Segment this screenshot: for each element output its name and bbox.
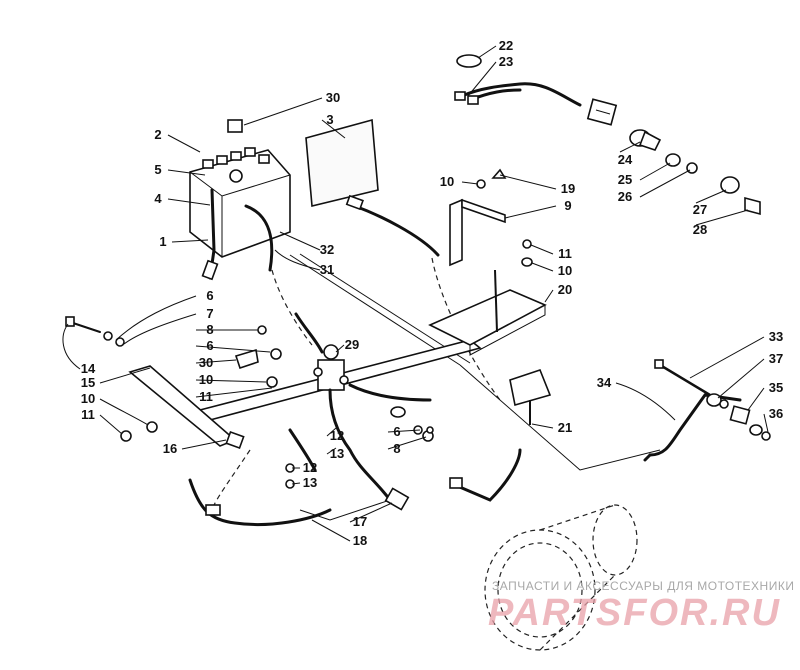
- callout-6: 6: [206, 288, 213, 303]
- callout-13: 13: [330, 446, 344, 461]
- callout-6: 6: [206, 338, 213, 353]
- callout-33: 33: [769, 329, 783, 344]
- retaining-ring: [456, 54, 482, 68]
- callout-28: 28: [693, 222, 707, 237]
- callout-17: 17: [353, 514, 367, 529]
- rod-34: [643, 393, 742, 462]
- callout-13: 13: [303, 475, 317, 490]
- callout-35: 35: [769, 380, 783, 395]
- key-switch-nut: [744, 196, 761, 216]
- callout-9: 9: [564, 198, 571, 213]
- callout-1: 1: [159, 234, 166, 249]
- starter-housing: [484, 504, 638, 651]
- callout-29: 29: [345, 337, 359, 352]
- callout-21: 21: [558, 420, 572, 435]
- callout-10: 10: [199, 372, 213, 387]
- callout-20: 20: [558, 282, 572, 297]
- callout-31: 31: [320, 262, 334, 277]
- callout-27: 27: [693, 202, 707, 217]
- callout-22: 22: [499, 38, 513, 53]
- callout-18: 18: [353, 533, 367, 548]
- watermark: ЗАПЧАСТИ И АКСЕССУАРЫ ДЛЯ МОТОТЕХНИКИ PA…: [488, 579, 794, 634]
- watermark-tagline: ЗАПЧАСТИ И АКСЕССУАРЫ ДЛЯ МОТОТЕХНИКИ: [492, 579, 794, 593]
- callout-11: 11: [199, 389, 213, 404]
- battery: [189, 147, 291, 281]
- callout-25: 25: [618, 172, 632, 187]
- callout-19: 19: [561, 181, 575, 196]
- callout-30: 30: [326, 90, 340, 105]
- callout-8: 8: [206, 322, 213, 337]
- watermark-logo: PARTSFOR.RU: [488, 592, 781, 634]
- battery-pad: [305, 118, 379, 207]
- callout-23: 23: [499, 54, 513, 69]
- leader-lines: [62, 45, 769, 542]
- callout-3: 3: [326, 112, 333, 127]
- callout-15: 15: [81, 375, 95, 390]
- battery-bracket: [428, 198, 547, 356]
- bolt-14: [65, 316, 101, 333]
- battery-cable-32: [244, 204, 274, 272]
- battery-cable-31: [350, 203, 440, 257]
- callout-12: 12: [330, 428, 344, 443]
- callout-12: 12: [303, 460, 317, 475]
- callout-37: 37: [769, 351, 783, 366]
- callout-2: 2: [154, 127, 161, 142]
- callout-24: 24: [618, 152, 633, 167]
- callout-30: 30: [199, 355, 213, 370]
- callout-8: 8: [393, 441, 400, 456]
- callout-10: 10: [81, 391, 95, 406]
- spacer-16: [225, 430, 245, 450]
- callout-11: 11: [558, 246, 572, 261]
- terminal-boot: [227, 119, 243, 133]
- connector-plug: [586, 98, 618, 126]
- callout-5: 5: [154, 162, 161, 177]
- callout-16: 16: [163, 441, 177, 456]
- callout-11: 11: [81, 407, 95, 422]
- callout-labels: 1234567863010111415101116121312136817182…: [81, 38, 783, 548]
- callout-14: 14: [81, 361, 96, 376]
- callout-6: 6: [393, 424, 400, 439]
- callout-4: 4: [154, 191, 162, 206]
- callout-32: 32: [320, 242, 334, 257]
- callout-10: 10: [558, 263, 572, 278]
- callout-36: 36: [769, 406, 783, 421]
- solenoid: [313, 344, 349, 391]
- callout-34: 34: [597, 375, 612, 390]
- callout-26: 26: [618, 189, 632, 204]
- key-switch: [629, 129, 662, 151]
- callout-10: 10: [440, 174, 454, 189]
- callout-7: 7: [206, 306, 213, 321]
